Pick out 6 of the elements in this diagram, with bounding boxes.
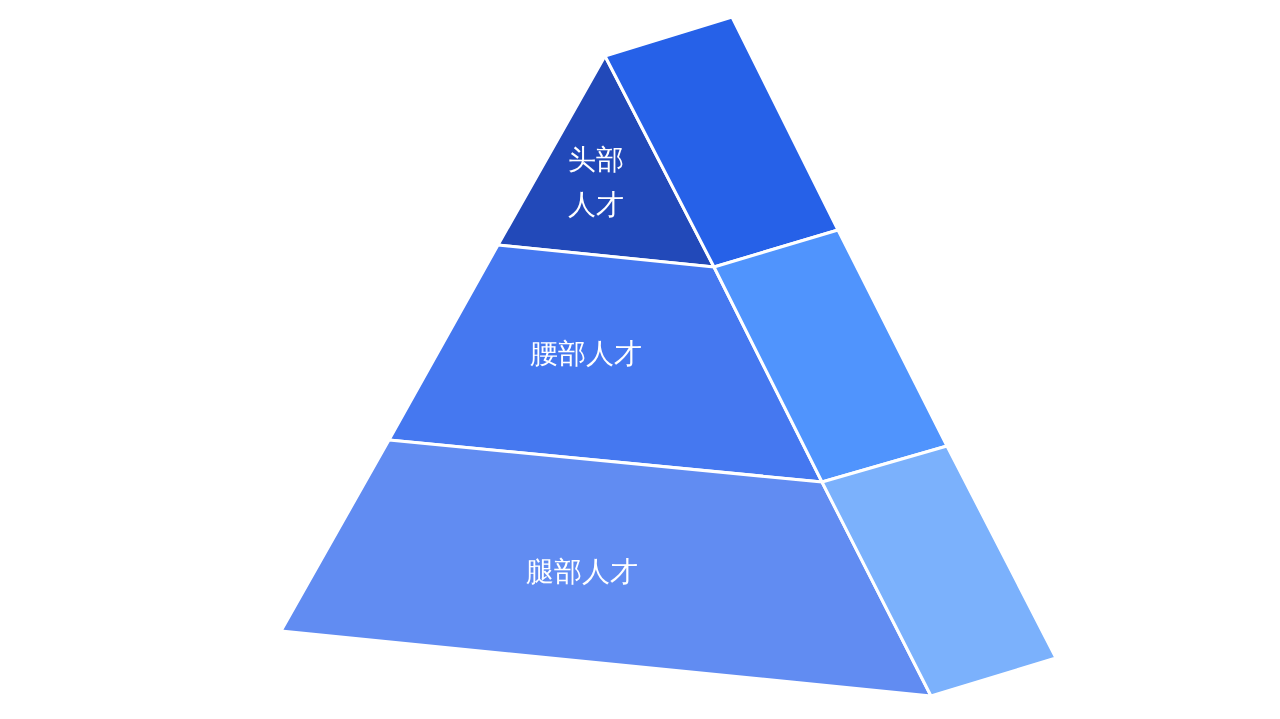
pyramid-tier (498, 17, 838, 267)
pyramid-tier (389, 230, 947, 482)
pyramid-tier (281, 440, 1056, 696)
tier-label: 头部人才 (568, 142, 624, 223)
tier-label: 腰部人才 (530, 335, 642, 372)
tier-label: 腿部人才 (526, 553, 638, 590)
